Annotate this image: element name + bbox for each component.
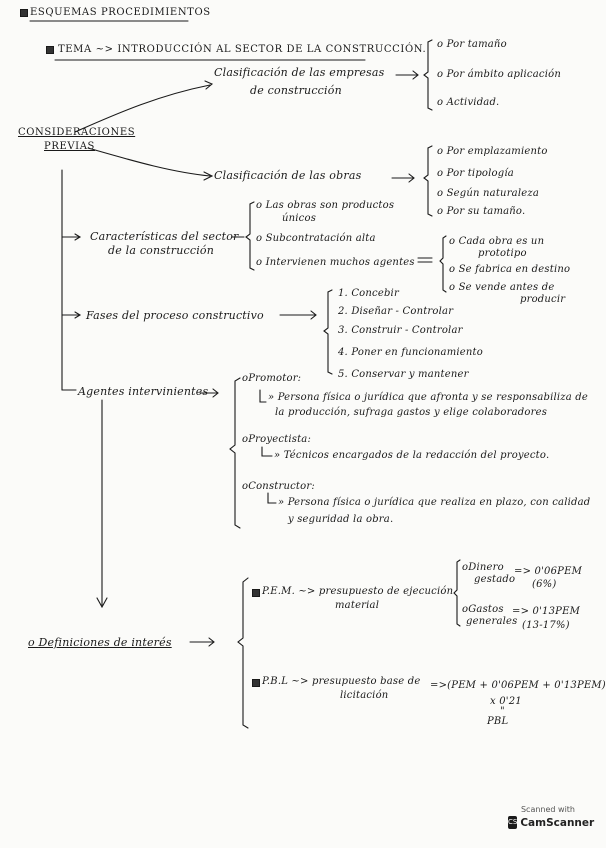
fase-item: 3. Construir - Controlar: [338, 325, 463, 336]
pbl-formula-eq: ": [500, 706, 505, 717]
clasif-obras-label: Clasificación de las obras: [214, 169, 362, 182]
square-bullet-icon: [46, 46, 54, 54]
scanner-caption: Scanned with: [520, 805, 576, 814]
empresas-item: o Actividad.: [437, 97, 500, 108]
constructor-name: oConstructor:: [242, 481, 315, 492]
promotor-def-cont: la producción, sufraga gastos y elige co…: [275, 407, 548, 418]
pem-item-value: => 0'06PEM: [514, 566, 583, 577]
promotor-name: oPromotor:: [242, 373, 302, 384]
fase-item: 4. Poner en funcionamiento: [338, 347, 483, 358]
obras-item: o Por emplazamiento: [437, 146, 548, 157]
pem-item-pct: (6%): [532, 579, 557, 590]
pbl-formula: =>(PEM + 0'06PEM + 0'13PEM): [430, 680, 606, 691]
brace-agentes: [229, 377, 241, 529]
promotor-def: » Persona física o jurídica que afronta …: [268, 392, 589, 403]
brace-empresas: [423, 39, 433, 111]
square-bullet-icon: [252, 589, 260, 597]
obras-item: o Según naturaleza: [437, 188, 539, 199]
page-title: ESQUEMAS PROCEDIMIENTOS: [20, 6, 211, 19]
caract-item: o Intervienen muchos agentes: [256, 257, 415, 268]
fase-item: 5. Conservar y mantener: [338, 369, 469, 380]
brace-fases: [323, 289, 333, 375]
pem-item-cont: gestado: [474, 574, 516, 585]
pem-item: oGastos: [462, 604, 504, 615]
definiciones-label: o Definiciones de interés: [28, 636, 172, 649]
caract-subitem: o Cada obra es un: [449, 236, 545, 247]
brace-caracteristicas: [245, 201, 255, 271]
consideraciones-line2: PREVIAS: [44, 141, 96, 152]
proyectista-def: » Técnicos encargados de la redacción de…: [274, 450, 550, 461]
square-bullet-icon: [252, 679, 260, 687]
caract-item: o Subcontratación alta: [256, 233, 376, 244]
agentes-label: Agentes intervinientes: [78, 385, 209, 398]
brace-pem: [453, 559, 461, 627]
brace-subitems: [439, 235, 447, 293]
empresas-item: o Por ámbito aplicación: [437, 69, 561, 80]
tema-heading: TEMA ~> INTRODUCCIÓN AL SECTOR DE LA CON…: [46, 43, 426, 56]
caracteristicas-line2: de la construcción: [108, 244, 215, 257]
caract-item-cont: únicos: [282, 213, 317, 224]
caract-item: o Las obras son productos: [256, 200, 395, 211]
caracteristicas-line1: Características del sector: [90, 230, 239, 243]
constructor-def-cont: y seguridad la obra.: [288, 514, 394, 525]
constructor-def: » Persona física o jurídica que realiza …: [278, 497, 591, 508]
obras-item: o Por tipología: [437, 168, 514, 179]
brace-obras: [423, 145, 433, 217]
brace-definiciones: [237, 577, 249, 729]
pem-item: oDinero: [462, 562, 504, 573]
square-bullet-icon: [20, 9, 28, 17]
pem-item-pct: (13-17%): [522, 620, 570, 631]
arrow-to-clasif-obras: [87, 147, 211, 177]
fases-label: Fases del proceso constructivo: [86, 309, 264, 322]
pbl-formula-mult: x 0'21: [490, 696, 522, 707]
empresas-item: o Por tamaño: [437, 39, 507, 50]
pem-label-cont: material: [335, 600, 380, 611]
pbl-formula-result: PBL: [487, 716, 509, 727]
pbl-label: P.B.L ~> presupuesto base de: [252, 676, 420, 688]
fase-item: 2. Diseñar - Controlar: [338, 306, 454, 317]
proyectista-name: oProyectista:: [242, 434, 312, 445]
pem-label: P.E.M. ~> presupuesto de ejecución: [252, 586, 453, 598]
pem-item-value: => 0'13PEM: [512, 606, 581, 617]
consideraciones-line1: CONSIDERACIONES: [18, 127, 136, 138]
fase-item: 1. Concebir: [338, 288, 399, 299]
obras-item: o Por su tamaño.: [437, 206, 526, 217]
caract-subitem: o Se vende antes de: [449, 282, 555, 293]
camscanner-watermark: Scanned with CS CamScanner: [508, 805, 594, 839]
pem-item-cont: generales: [466, 616, 518, 627]
arrow-to-clasif-empresas: [74, 84, 211, 133]
clasif-empresas-line2: de construcción: [250, 84, 342, 97]
caract-subitem: o Se fabrica en destino: [449, 264, 571, 275]
clasif-empresas-line1: Clasificación de las empresas: [214, 66, 385, 79]
caract-subitem-cont: producir: [520, 294, 566, 305]
caract-subitem-cont: prototipo: [478, 248, 527, 259]
pbl-label-cont: licitación: [340, 690, 389, 701]
scanner-brand: CamScanner: [520, 816, 595, 829]
camscanner-logo-icon: CS: [508, 816, 518, 829]
